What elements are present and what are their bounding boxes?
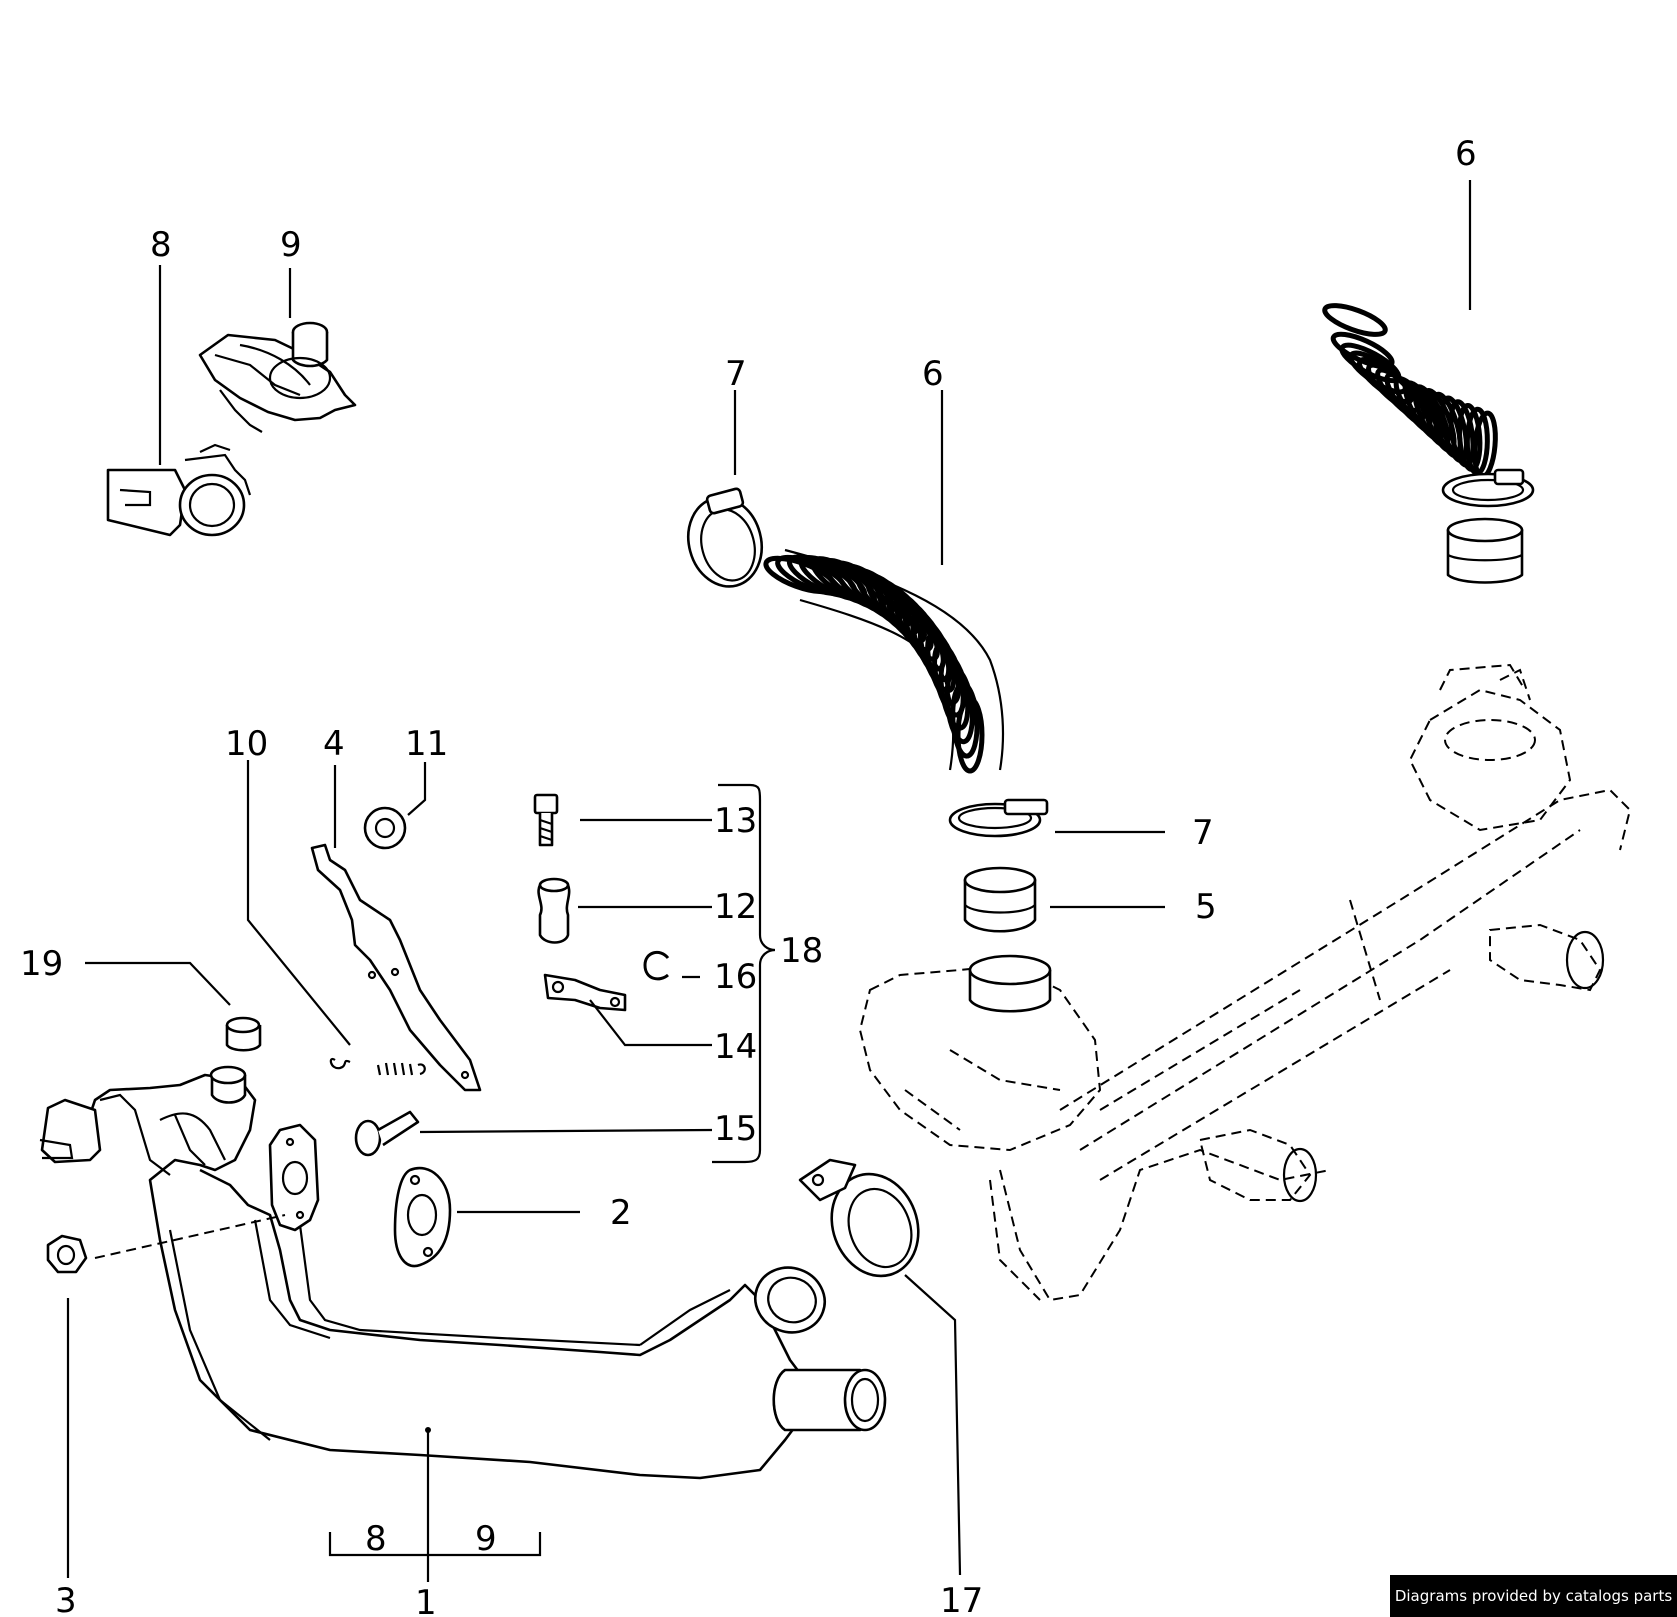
part-5-right-sleeve [1446,517,1524,584]
callout-14: 14 [714,1027,757,1067]
callout-18: 18 [780,931,823,971]
hose-rib [955,696,985,774]
part-16-clip [643,950,670,981]
callout-labels: 8 9 7 6 6 10 4 11 13 12 16 14 15 18 7 5 … [20,134,1477,1617]
part-7-upper-clamp [687,487,763,588]
callout-5: 5 [1195,887,1217,927]
callout-10: 10 [225,724,268,764]
part-4-bracket [310,843,482,1092]
part-13-bolt [533,793,559,847]
callout-17: 17 [940,1581,983,1617]
part-12-sleeve [537,877,571,944]
callout-6-right: 6 [1455,134,1477,174]
part-7-lower-clamp [948,798,1049,838]
callout-3: 3 [55,1581,77,1617]
callout-7-upper: 7 [725,354,747,394]
callout-12: 12 [714,887,757,927]
callout-8-top: 8 [150,225,172,265]
callout-8-bottom: 8 [365,1519,387,1559]
part-9-housing [198,321,357,433]
part-3-nut [46,1234,88,1274]
part-15-pin [354,1110,420,1157]
callout-16: 16 [714,957,757,997]
callout-7-lower: 7 [1192,813,1214,853]
part-8-flange [106,443,252,537]
part-1-pipe-assembly [39,1065,887,1480]
callout-19: 19 [20,944,63,984]
callout-6-mid: 6 [922,354,944,394]
callout-9-bottom: 9 [475,1519,497,1559]
part-19-cap [225,1016,262,1052]
callout-13: 13 [714,801,757,841]
callout-11: 11 [405,724,448,764]
callout-15: 15 [714,1109,757,1149]
hose-rib [1322,303,1388,337]
part-14-lever [543,973,627,1012]
hose-rib [950,681,980,759]
part-7-right-clamp [1441,468,1535,508]
part-5-sleeve [963,866,1037,933]
callout-2: 2 [610,1193,632,1233]
diagram-credit-banner: Diagrams provided by catalogs parts [1390,1575,1677,1617]
part-10-spring [329,1057,426,1076]
leader-lines [66,180,1472,1582]
part-11-lock-washer [363,806,407,850]
callout-4: 4 [323,724,345,764]
callout-1: 1 [415,1583,437,1617]
heat-exchanger-assembly-outline [858,663,1632,1302]
part-2-gasket [393,1166,452,1268]
part-6-mid-hose [763,548,1005,774]
callout-9-top: 9 [280,225,302,265]
part-6-right-hose [1322,303,1498,480]
hose-rib [944,667,975,745]
part-17-clamp [798,1158,920,1278]
